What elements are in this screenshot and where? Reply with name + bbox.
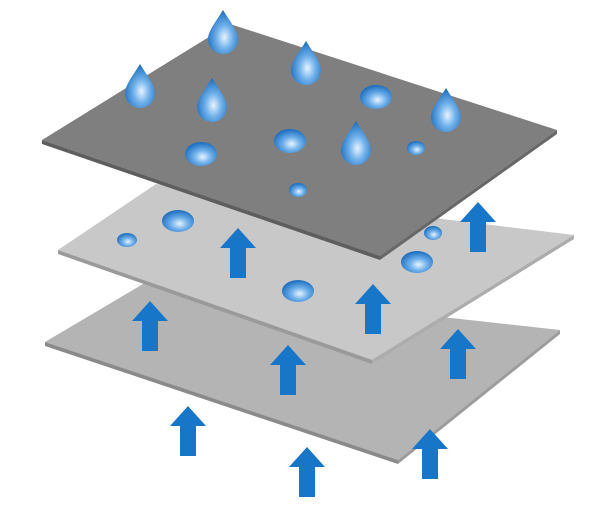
water-bead-icon (289, 183, 307, 197)
bottom-layer (45, 284, 560, 460)
water-bead-icon (185, 142, 217, 166)
up-arrow-icon (355, 284, 391, 334)
water-bead-icon (401, 251, 433, 273)
up-arrow-icon (132, 301, 168, 351)
water-droplet-icon (125, 64, 155, 108)
middle-layer-edge (58, 250, 372, 364)
water-droplet-icon (341, 121, 371, 165)
up-arrow-icon (170, 406, 206, 456)
up-arrow-icon (220, 228, 256, 278)
water-bead-icon (274, 129, 306, 153)
water-bead-icon (282, 280, 314, 302)
water-droplet-icon (208, 10, 238, 54)
up-arrow-icon (412, 429, 448, 479)
up-arrow-icon (289, 447, 325, 497)
bottom-layer-edge-right (398, 330, 560, 464)
up-arrow-icon (270, 345, 306, 395)
water-bead-icon (162, 210, 194, 232)
water-droplet-icon (291, 41, 321, 85)
middle-layer-edge-right (372, 235, 574, 364)
water-droplet-icon (197, 78, 227, 122)
up-arrow-icon (440, 329, 476, 379)
top-layer-edge (42, 140, 380, 260)
bottom-layer-edge (45, 342, 398, 464)
water-bead-icon (424, 226, 442, 240)
water-bead-icon (360, 85, 392, 109)
water-droplet-icon (431, 88, 461, 132)
up-arrow-icon (460, 202, 496, 252)
top-layer-edge-right (380, 130, 557, 260)
water-bead-icon (117, 233, 137, 247)
water-bead-icon (407, 141, 425, 155)
